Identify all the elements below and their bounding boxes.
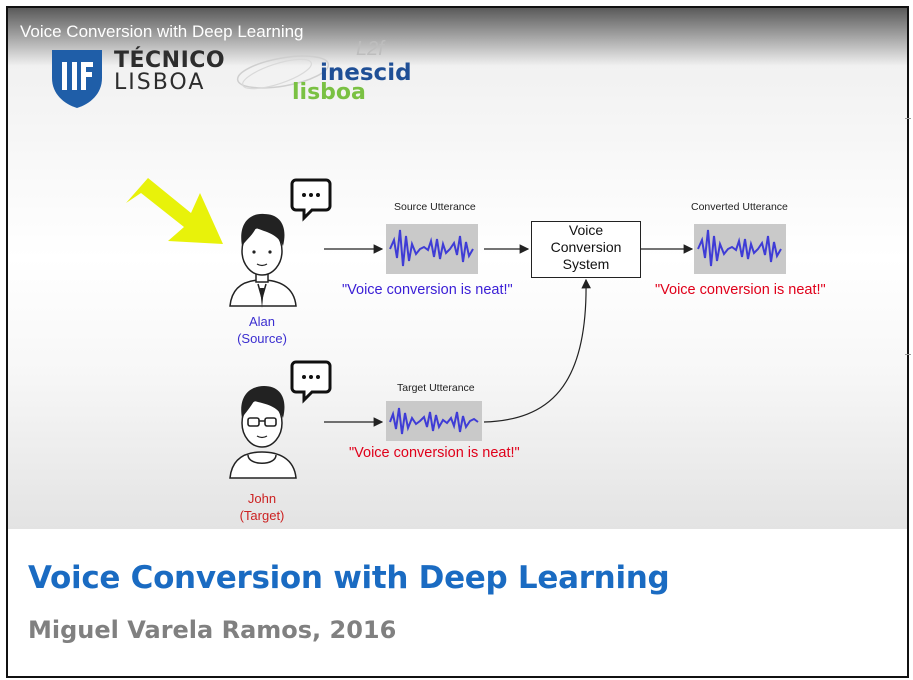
man-glasses-avatar-icon bbox=[229, 386, 297, 479]
target-person-role: (Target) bbox=[239, 508, 285, 523]
converted-utterance-label: Converted Utterance bbox=[691, 201, 788, 213]
tecnico-shield-icon bbox=[52, 50, 102, 108]
diagram-canvas bbox=[126, 178, 786, 479]
inesc-logo-line2: lisboa bbox=[292, 80, 366, 105]
inesc-text: inesc bbox=[320, 60, 388, 86]
video-title-overlay bbox=[8, 8, 907, 66]
speech-bubble-icon bbox=[290, 360, 332, 404]
waveform-icon bbox=[386, 401, 482, 441]
system-box-line2: Conversion bbox=[550, 239, 622, 255]
inesc-swirl-icon bbox=[236, 55, 330, 90]
source-utterance-label: Source Utterance bbox=[394, 201, 476, 213]
target-utterance-label: Target Utterance bbox=[397, 382, 475, 394]
source-quote: "Voice conversion is neat!" bbox=[342, 282, 513, 298]
source-person-label: Alan (Source) bbox=[222, 313, 302, 347]
side-divider bbox=[905, 118, 911, 119]
tecnico-line2: LISBOA bbox=[114, 70, 206, 95]
converted-quote: "Voice conversion is neat!" bbox=[655, 282, 826, 298]
voice-conversion-system-box: Voice Conversion System bbox=[531, 221, 641, 278]
caption-author: Miguel Varela Ramos, 2016 bbox=[28, 616, 397, 644]
source-person-role: (Source) bbox=[237, 331, 287, 346]
system-box-line1: Voice bbox=[568, 222, 604, 238]
video-frame: Voice Conversion with Deep Learning TÉCN… bbox=[6, 6, 909, 678]
inesc-id-text: id bbox=[387, 60, 412, 86]
waveform-icon bbox=[386, 224, 478, 274]
inesc-logo-line1: inescid bbox=[320, 60, 412, 86]
target-quote: "Voice conversion is neat!" bbox=[349, 445, 520, 461]
speech-bubble-icon bbox=[290, 178, 332, 222]
system-box-line3: System bbox=[562, 256, 610, 272]
video-player[interactable]: Voice Conversion with Deep Learning TÉCN… bbox=[8, 8, 907, 529]
target-person-name: John bbox=[247, 491, 277, 506]
tecnico-line1: TÉCNICO bbox=[114, 48, 226, 73]
video-title[interactable]: Voice Conversion with Deep Learning bbox=[20, 22, 304, 41]
l2f-logo: L2f bbox=[356, 38, 384, 60]
waveform-icon bbox=[694, 224, 786, 274]
source-person-name: Alan bbox=[248, 314, 276, 329]
man-avatar-icon bbox=[229, 213, 297, 308]
side-divider bbox=[905, 354, 911, 355]
pointer-arrow-icon bbox=[126, 178, 223, 244]
arrow-target-to-system bbox=[483, 278, 591, 423]
tecnico-logo-text: TÉCNICO LISBOA bbox=[114, 50, 225, 94]
target-person-label: John (Target) bbox=[222, 490, 302, 524]
caption-title[interactable]: Voice Conversion with Deep Learning bbox=[28, 560, 670, 596]
